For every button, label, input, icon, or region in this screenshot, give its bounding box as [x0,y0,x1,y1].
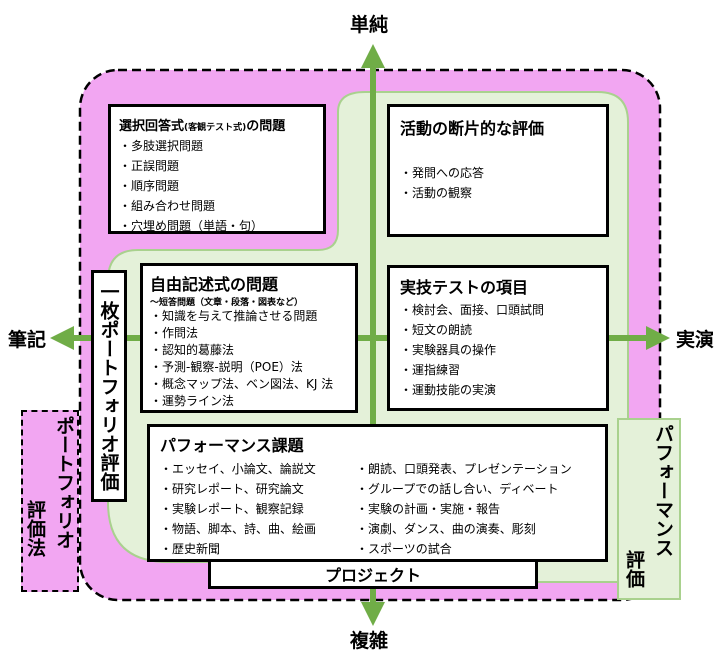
list-item: ・発問への応答 [400,166,485,180]
performance-task-list-right: ・朗読、口頭発表、プレゼンテーション ・グループでの話し合い、ディベート ・実験… [356,459,572,559]
portfolio-method-label-line2: 評価法 [24,500,46,557]
list-item: ・認知的葛藤法 [150,343,235,357]
free-response-box: 自由記述式の問題 〜短答問題（文章・段落・図表など） ・知識を与えて推論させる問… [140,263,358,413]
project-box: プロジェクト [208,559,538,589]
portfolio-method-label-line1: ポートフォリオ [53,416,75,549]
axis-label-left: 筆記 [8,329,47,351]
free-response-list: ・知識を与えて推論させる問題 ・作問法 ・認知的葛藤法 ・予測-観察-説明（PO… [150,308,348,410]
portfolio-method-box: ポートフォリオ 評価法 [21,410,79,592]
list-item: ・実験レポート、観察記録 [160,502,304,516]
list-item: ・実験の計画・実施・報告 [356,502,501,516]
performance-eval-label-line1: パフォーマンス [652,424,674,557]
list-item: ・歴史新聞 [160,542,221,556]
free-response-subtitle: 〜短答問題（文章・段落・図表など） [150,298,304,308]
list-item: ・多肢選択問題 [119,139,204,153]
list-item: ・概念マップ法、ベン図法、KJ 法 [150,377,334,391]
list-item: ・短文の朗読 [400,323,473,337]
list-item: ・運動技能の実演 [400,383,497,397]
list-item: ・穴埋め問題（単語・句） [119,219,264,233]
list-item: ・知識を与えて推論させる問題 [150,309,318,323]
skill-test-title: 実技テストの項目 [400,278,529,297]
list-item: ・エッセイ、小論文、論説文 [160,462,316,476]
list-item: ・演劇、ダンス、曲の演奏、彫刻 [356,522,536,536]
list-item: ・予測-観察-説明（POE）法 [150,360,303,374]
list-item: ・スポーツの試合 [356,542,452,556]
performance-task-box: パフォーマンス課題 ・エッセイ、小論文、論説文 ・研究レポート、研究論文 ・実験… [147,424,608,562]
list-item: ・物語、脚本、詩、曲、絵画 [160,522,317,536]
list-item: ・活動の観察 [400,186,473,200]
skill-test-list: ・検討会、面接、口頭試問 ・短文の朗読 ・実験器具の操作 ・運指練習 ・運動技能… [400,300,596,400]
list-item: ・運指練習 [400,363,461,377]
skill-test-box: 実技テストの項目 ・検討会、面接、口頭試問 ・短文の朗読 ・実験器具の操作 ・運… [387,265,609,411]
free-response-title: 自由記述式の問題 [150,275,279,294]
performance-eval-label-line2: 評価 [623,550,645,588]
selected-response-title-small: (客観テスト式) [184,123,247,133]
list-item: ・組み合わせ問題 [119,199,216,213]
list-item: ・作問法 [150,326,199,340]
list-item: ・グループでの話し合い、ディベート [356,482,559,496]
list-item: ・朗読、口頭発表、プレゼンテーション [356,462,572,476]
list-item: ・順序問題 [119,179,180,193]
selected-response-box: 選択回答式(客観テスト式)の問題 ・多肢選択問題 ・正誤問題 ・順序問題 ・組み… [108,104,326,234]
one-page-portfolio-box: 一枚ポートフォリオ評価 [91,270,127,502]
list-item: ・検討会、面接、口頭試問 [400,303,545,317]
list-item: ・実験器具の操作 [400,343,497,357]
list-item: ・正誤問題 [119,159,180,173]
axis-label-bottom: 複雑 [350,630,389,652]
selected-response-title-main: 選択回答式 [119,119,185,134]
performance-task-list-left: ・エッセイ、小論文、論説文 ・研究レポート、研究論文 ・実験レポート、観察記録 … [160,459,356,559]
one-page-portfolio-label: 一枚ポートフォリオ評価 [97,281,120,491]
selected-response-title-suffix: の問題 [246,119,286,134]
axis-label-top: 単純 [350,14,389,36]
activity-list: ・発問への応答 ・活動の観察 [400,163,596,203]
project-label: プロジェクト [324,566,421,585]
selected-response-list: ・多肢選択問題 ・正誤問題 ・順序問題 ・組み合わせ問題 ・穴埋め問題（単語・句… [119,136,315,236]
axis-label-right: 実演 [676,329,715,351]
activity-box: 活動の断片的な評価 ・発問への応答 ・活動の観察 [387,104,609,237]
performance-task-title: パフォーマンス課題 [160,436,304,455]
activity-title: 活動の断片的な評価 [400,119,545,138]
list-item: ・研究レポート、研究論文 [160,482,304,496]
performance-eval-box: パフォーマンス 評価 [617,418,681,600]
list-item: ・運勢ライン法 [150,394,235,408]
performance-task-columns: ・エッセイ、小論文、論説文 ・研究レポート、研究論文 ・実験レポート、観察記録 … [160,459,595,559]
selected-response-title: 選択回答式(客観テスト式)の問題 [119,115,315,134]
